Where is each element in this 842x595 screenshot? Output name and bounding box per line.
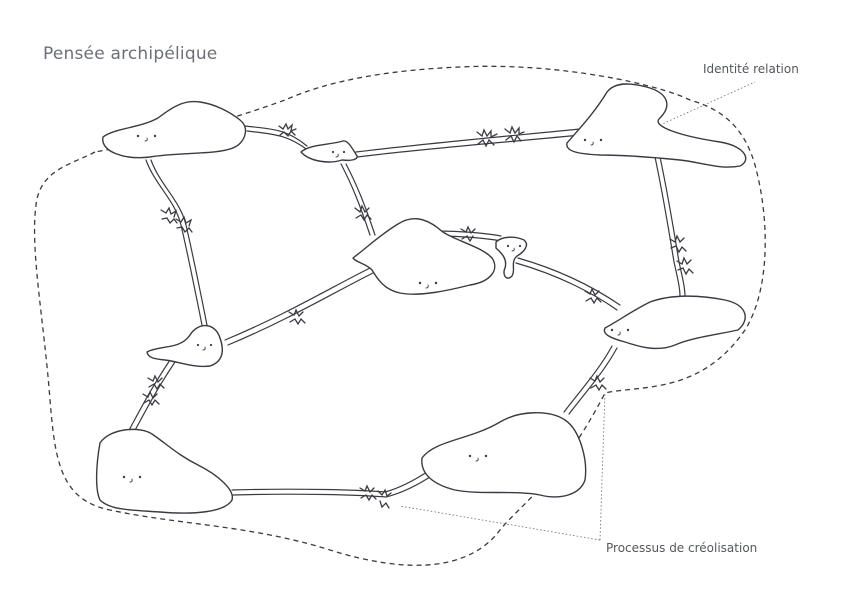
bridge-f-h bbox=[563, 345, 613, 413]
bridge-b-d bbox=[340, 163, 371, 236]
diagram-title: Pensée archipélique bbox=[43, 44, 218, 64]
hand-icon bbox=[584, 287, 602, 305]
hands bbox=[142, 122, 694, 509]
bridge-g-h bbox=[231, 469, 431, 493]
island-a bbox=[102, 100, 247, 159]
hand-icon bbox=[160, 206, 178, 225]
island-h bbox=[421, 412, 587, 498]
bridge-e-g bbox=[127, 359, 171, 433]
hand-icon bbox=[504, 125, 525, 144]
hand-icon bbox=[359, 484, 377, 502]
hand-icon bbox=[354, 204, 372, 222]
hand-icon bbox=[377, 488, 392, 509]
leader-identite bbox=[659, 81, 756, 126]
hand-icon bbox=[175, 215, 193, 234]
hand-icon bbox=[147, 374, 165, 391]
hand-icon bbox=[476, 128, 498, 148]
label-processus-creolisation: Processus de créolisation bbox=[606, 541, 758, 555]
bridge-c-f bbox=[654, 156, 681, 298]
hand-icon bbox=[142, 390, 160, 407]
island-g bbox=[95, 428, 233, 514]
bridge-a-b bbox=[244, 125, 308, 147]
label-identite-relation: Identité relation bbox=[703, 62, 799, 76]
hand-icon bbox=[676, 256, 694, 276]
island-f bbox=[603, 295, 746, 350]
bridge-b-c bbox=[355, 127, 591, 153]
leader-process-2 bbox=[399, 505, 601, 541]
hand-icon bbox=[288, 308, 306, 326]
hand-icon bbox=[589, 374, 607, 392]
island-e bbox=[146, 324, 223, 368]
bridges bbox=[127, 125, 686, 498]
archipelago-boundary bbox=[33, 65, 766, 566]
islands bbox=[95, 83, 747, 514]
bridge-a-e bbox=[145, 159, 203, 326]
bridge-extra-f bbox=[517, 257, 621, 306]
hand-icon bbox=[460, 225, 476, 243]
island-c bbox=[566, 83, 747, 168]
bridge-d-e bbox=[224, 267, 371, 341]
leader-process-1 bbox=[599, 391, 606, 541]
island-d bbox=[352, 217, 496, 295]
island-b bbox=[300, 140, 358, 163]
hand-icon bbox=[669, 234, 687, 254]
island-extra bbox=[495, 236, 528, 279]
leader-lines bbox=[399, 81, 756, 541]
hand-icon bbox=[278, 122, 297, 138]
